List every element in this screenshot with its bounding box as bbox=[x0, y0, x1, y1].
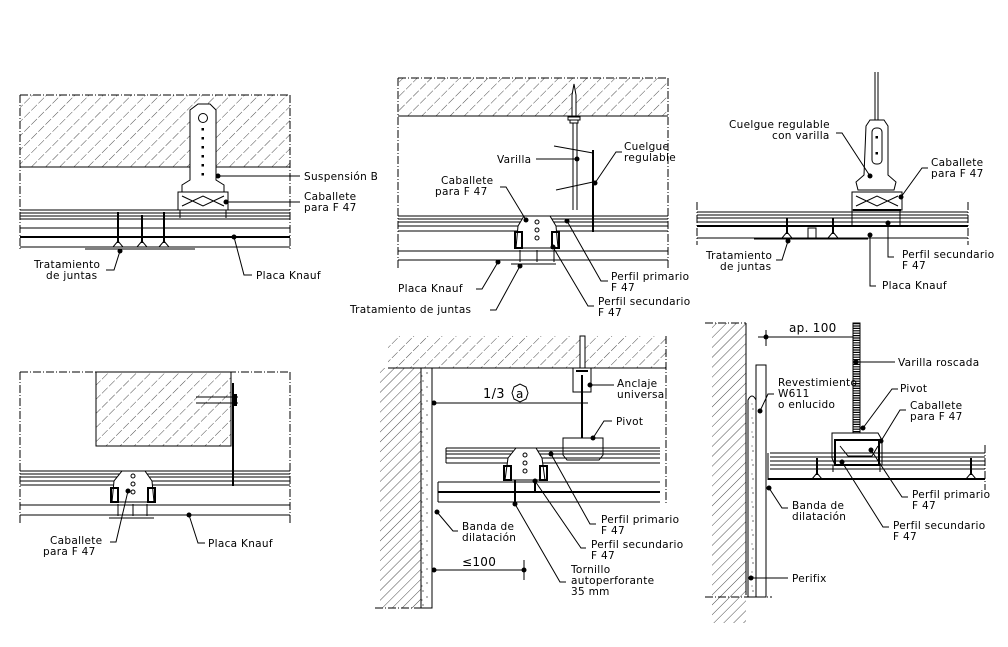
label-secundario-2: F 47 bbox=[598, 307, 622, 319]
label-banda: Banda de bbox=[792, 500, 844, 512]
label-tornillo-2: autoperforante bbox=[571, 575, 654, 587]
universal-anchor bbox=[572, 335, 592, 455]
label-primario-2: F 47 bbox=[611, 282, 635, 294]
profile-layers bbox=[20, 470, 290, 516]
label-revestimiento-3: o enlucido bbox=[778, 399, 835, 411]
label-secundario: Perfil secundario bbox=[591, 539, 683, 551]
profile-layers bbox=[767, 445, 986, 490]
label-revestimiento-2: W611 bbox=[778, 388, 810, 400]
label-secundario-2: F 47 bbox=[902, 260, 926, 272]
concrete-slab bbox=[398, 78, 668, 116]
screws bbox=[810, 458, 978, 480]
caballete bbox=[503, 447, 548, 502]
label-caballete: Caballete bbox=[910, 400, 962, 412]
label-cuelgue: Cuelgue regulable bbox=[729, 119, 830, 131]
detail-2: Varilla Cuelgue regulable Caballete para… bbox=[349, 77, 690, 319]
detail-3: Cuelgue regulable con varilla Caballete … bbox=[696, 72, 994, 292]
label-tornillo-3: 35 mm bbox=[571, 586, 610, 598]
label-primario: Perfil primario bbox=[601, 514, 679, 526]
caballete bbox=[511, 215, 560, 265]
caballete bbox=[831, 432, 883, 466]
concrete-slab bbox=[388, 336, 666, 368]
label-caballete: Caballete bbox=[304, 191, 356, 203]
label-banda-2: dilatación bbox=[462, 532, 516, 544]
adjustable-hanger bbox=[851, 119, 903, 211]
perifix-strip bbox=[747, 395, 757, 598]
label-caballete: Caballete bbox=[441, 175, 493, 187]
dimension-ratio: 1/3 bbox=[483, 387, 505, 402]
plaster-layer bbox=[420, 367, 433, 609]
label-juntas-2: de juntas bbox=[720, 261, 771, 273]
concrete-beam bbox=[95, 371, 232, 447]
caballete bbox=[109, 470, 156, 519]
screws bbox=[85, 212, 195, 250]
dimension-ap: ap. 100 bbox=[789, 321, 837, 335]
label-secundario: Perfil secundario bbox=[598, 296, 690, 308]
label-primario: Perfil primario bbox=[912, 489, 990, 501]
label-pivot: Pivot bbox=[900, 383, 927, 395]
screws bbox=[754, 218, 868, 240]
label-banda: Banda de bbox=[462, 521, 514, 533]
label-placa: Placa Knauf bbox=[208, 538, 273, 550]
label-placa: Placa Knauf bbox=[398, 283, 463, 295]
label-caballete-2: para F 47 bbox=[304, 202, 357, 214]
label-secundario-2: F 47 bbox=[591, 550, 615, 562]
label-cuelgue-2: con varilla bbox=[772, 130, 830, 142]
label-placa: Placa Knauf bbox=[256, 270, 321, 282]
label-banda-2: dilatación bbox=[792, 511, 846, 523]
label-revestimiento: Revestimiento bbox=[778, 377, 857, 389]
label-secundario: Perfil secundario bbox=[893, 520, 985, 532]
label-cuelgue-2: regulable bbox=[624, 152, 676, 164]
label-perifix: Perifix bbox=[792, 573, 827, 585]
hanger-rod bbox=[553, 83, 594, 232]
label-placa: Placa Knauf bbox=[882, 280, 947, 292]
label-varilla: Varilla bbox=[497, 154, 531, 166]
concrete-wall bbox=[380, 368, 421, 608]
detail-1: Suspensión B Caballete para F 47 Tratami… bbox=[19, 94, 378, 282]
detail-4: Caballete para F 47 Placa Knauf bbox=[19, 371, 291, 558]
label-primario-2: F 47 bbox=[601, 525, 625, 537]
label-caballete-2: para F 47 bbox=[43, 546, 96, 558]
label-varilla: Varilla roscada bbox=[898, 357, 979, 369]
label-anclaje-2: universal bbox=[617, 389, 668, 401]
pivot bbox=[562, 437, 604, 461]
label-cuelgue: Cuelgue bbox=[624, 141, 669, 153]
label-primario: Perfil primario bbox=[611, 271, 689, 283]
concrete-slab bbox=[20, 95, 290, 167]
label-caballete-2: para F 47 bbox=[910, 411, 963, 423]
label-juntas-2: de juntas bbox=[46, 270, 97, 282]
profile-layers bbox=[20, 209, 290, 248]
dimension-max: ≤100 bbox=[462, 555, 496, 569]
label-juntas: Tratamiento bbox=[33, 259, 100, 271]
label-caballete-2: para F 47 bbox=[435, 186, 488, 198]
detail-5: 1/3 a ≤100 bbox=[375, 335, 683, 609]
w611-lining bbox=[755, 364, 767, 598]
label-caballete-2: para F 47 bbox=[931, 168, 984, 180]
detail-6: ap. 100 bbox=[705, 321, 990, 623]
label-tornillo: Tornillo bbox=[570, 564, 610, 576]
label-juntas: Tratamiento de juntas bbox=[349, 304, 471, 316]
label-secundario-2: F 47 bbox=[893, 531, 917, 543]
label-anclaje: Anclaje bbox=[617, 378, 657, 390]
profile-layers bbox=[437, 447, 660, 503]
label-primario-2: F 47 bbox=[912, 500, 936, 512]
label-juntas: Tratamiento bbox=[705, 250, 772, 262]
label-caballete: Caballete bbox=[931, 157, 983, 169]
dimension-tag: a bbox=[516, 387, 524, 401]
concrete-wall bbox=[712, 323, 746, 623]
label-secundario: Perfil secundario bbox=[902, 249, 994, 261]
label-caballete: Caballete bbox=[50, 535, 102, 547]
label-suspension: Suspensión B bbox=[304, 171, 378, 183]
label-pivot: Pivot bbox=[616, 416, 643, 428]
